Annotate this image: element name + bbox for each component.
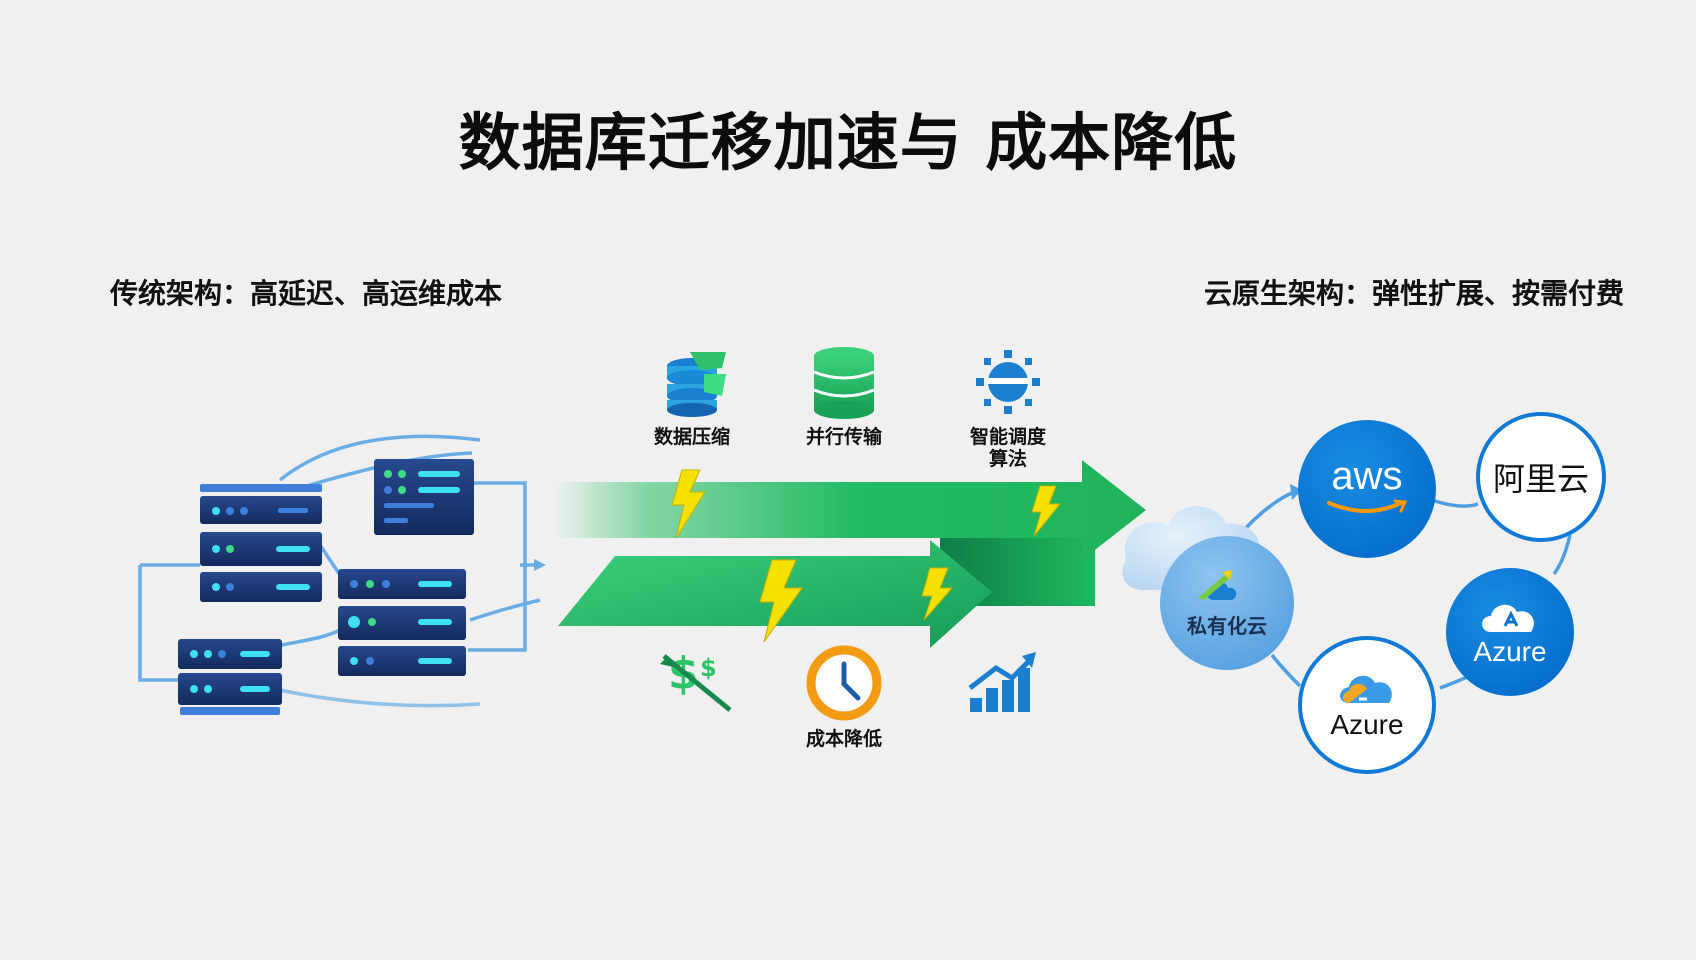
aliyun-node[interactable]: 阿里云 <box>1476 412 1606 542</box>
acceleration-arrows <box>555 460 1146 648</box>
azure-right-label: Azure <box>1473 636 1547 667</box>
azure-bottom-label: Azure <box>1330 709 1404 740</box>
lightning-icon <box>759 559 803 643</box>
server-rack-icon <box>200 484 322 602</box>
lightning-icon <box>1031 485 1062 537</box>
aws-logo-text: aws <box>1331 453 1403 498</box>
private-cloud-hub[interactable]: 私有化云 <box>1160 536 1294 670</box>
database-compress-icon <box>667 352 726 417</box>
hub-cloud-icon <box>1198 569 1237 600</box>
server-rack-icon <box>338 569 466 676</box>
clock-icon <box>806 645 882 721</box>
top-arrow <box>555 460 1146 560</box>
feature-label-scheduling-line2: 算法 <box>988 448 1027 470</box>
gear-globe-icon <box>976 350 1040 414</box>
azure-node-bottom[interactable]: Azure <box>1298 636 1436 774</box>
feature-label-scheduling: 智能调度 算法 <box>958 426 1058 470</box>
feature-label-parallel: 并行传输 <box>805 426 882 448</box>
hub-label: 私有化云 <box>1187 615 1267 638</box>
azure-node-right[interactable]: Azure <box>1446 568 1574 696</box>
server-rack-icon <box>374 459 474 535</box>
server-cluster <box>138 434 546 715</box>
page-title: 数据库迁移加速与 成本降低 <box>458 106 1238 179</box>
aws-node[interactable]: aws <box>1298 420 1436 558</box>
aliyun-label: 阿里云 <box>1492 460 1589 498</box>
lightning-icon <box>671 469 706 539</box>
azure-cloud-icon <box>1482 604 1534 632</box>
cloud-native-architecture-heading: 云原生架构：弹性扩展、按需付费 <box>1203 277 1624 310</box>
feature-label-scheduling-line1: 智能调度 <box>969 426 1046 448</box>
aws-smile-icon <box>1327 499 1408 513</box>
traditional-architecture-heading: 传统架构：高延迟、高运维成本 <box>110 277 503 310</box>
dollar-cut-icon: $ $ <box>660 648 732 712</box>
database-stack-icon <box>813 347 875 419</box>
lightning-icon <box>921 567 954 621</box>
server-rack-icon <box>178 639 282 715</box>
azure-colorful-cloud-icon <box>1340 675 1392 703</box>
svg-text:$: $ <box>700 654 717 682</box>
cloud-connection-lines <box>1230 490 1572 690</box>
feature-label-cost: 成本降低 <box>805 728 882 750</box>
bar-chart-growth-icon <box>968 652 1036 712</box>
feature-label-compression: 数据压缩 <box>653 426 730 448</box>
